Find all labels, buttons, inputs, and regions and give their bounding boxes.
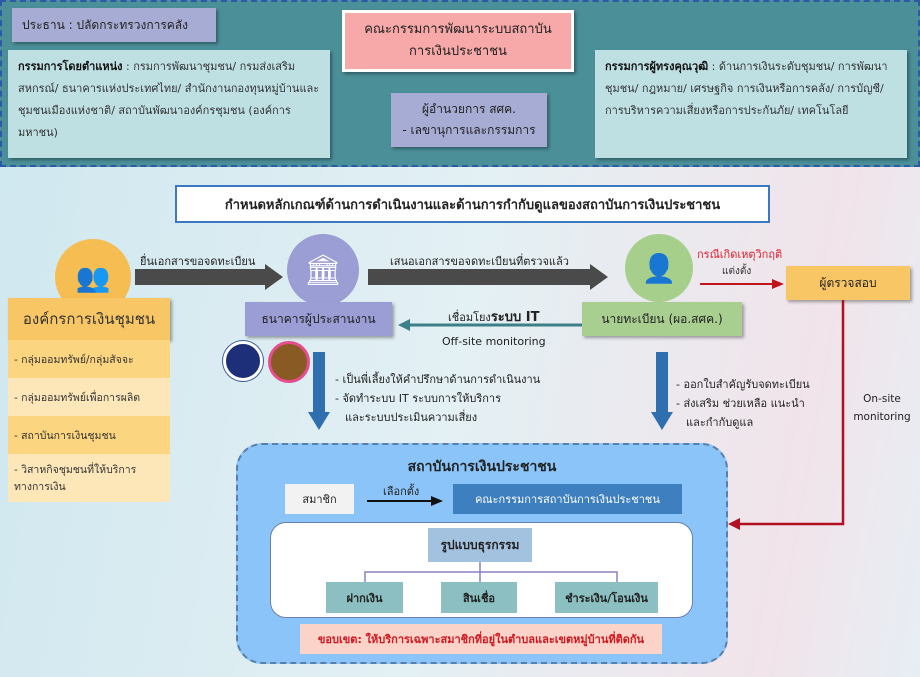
- it-link-bold: ระบบ IT: [490, 310, 540, 325]
- deposit-box: ฝากเงิน: [326, 582, 403, 613]
- onsite-arrow: [728, 300, 845, 530]
- appoint-arrow: [700, 279, 784, 289]
- it-link-label: เชื่อมโยงระบบ IT: [448, 306, 540, 327]
- ex-officio-box: กรรมการโดยตำแหน่ง : กรมการพัฒนาชุมชน/ กร…: [8, 50, 330, 158]
- director-line1: ผู้อำนวยการ สศค.: [422, 102, 516, 116]
- bank-duties: - เป็นพี่เลี้ยงให้คำปรึกษาด้านการดำเนินง…: [335, 370, 540, 427]
- elect-label: เลือกตั้ง: [383, 485, 420, 498]
- bank-duty: และระบบประเมินความเสี่ยง: [345, 411, 478, 424]
- org-item: - สถาบันการเงินชุมชน: [8, 416, 170, 454]
- org-item: - กลุ่มออมทรัพย์เพื่อการผลิต: [8, 378, 170, 416]
- org-title: องค์กรการเงินชุมชน: [8, 298, 170, 340]
- person-icon: 👤: [625, 234, 693, 302]
- scope-box: ขอบเขต: ให้บริการเฉพาะสมาชิกที่อยู่ในตำบ…: [300, 624, 662, 654]
- org-item: - วิสาหกิจชุมชนที่ให้บริการทางการเงิน: [8, 454, 170, 502]
- appoint-label: แต่งตั้ง: [722, 266, 752, 277]
- org-item: - กลุ่มออมทรัพย์/กลุ่มสัจจะ: [8, 340, 170, 378]
- inspector-box: ผู้ตรวจสอบ: [786, 266, 910, 300]
- board-box: คณะกรรมการสถาบันการเงินประชาชน: [453, 484, 682, 514]
- bank-down-arrow: [308, 352, 330, 430]
- submit-label: ยื่นเอกสารขอจดทะเบียน: [140, 255, 256, 268]
- committee-title: คณะกรรมการพัฒนาระบบสถาบันการเงินประชาชน: [342, 10, 574, 72]
- it-link-prefix: เชื่อมโยง: [448, 311, 491, 324]
- ex-officio-text: : กรมการพัฒนาชุมชน/ กรมส่งเสริมสหกรณ์/ ธ…: [18, 60, 320, 139]
- registrar-duties: - ออกใบสำคัญรับจดทะเบียน - ส่งเสริม ช่วย…: [676, 375, 810, 432]
- registrar-duty: - ส่งเสริม ช่วยเหลือ แนะนำ: [676, 397, 805, 410]
- main-heading: กำหนดหลักเกณฑ์ด้านการดำเนินงานและด้านการ…: [175, 185, 770, 223]
- ex-officio-label: กรรมการโดยตำแหน่ง: [18, 60, 123, 73]
- member-box: สมาชิก: [285, 484, 354, 514]
- baac-logo: [268, 341, 310, 383]
- director-line2: - เลขานุการและกรรมการ: [402, 123, 536, 137]
- it-link-arrow: [398, 319, 584, 331]
- gsb-logo: [223, 341, 263, 381]
- forward-label: เสนอเอกสารขอจดทะเบียนที่ตรวจแล้ว: [390, 255, 569, 268]
- bank-duty: - เป็นพี่เลี้ยงให้คำปรึกษาด้านการดำเนินง…: [335, 373, 541, 386]
- crisis-label: กรณีเกิดเหตุวิกฤติ: [697, 248, 783, 261]
- coordinating-bank-box: ธนาคารผู้ประสานงาน: [245, 302, 392, 336]
- payment-box: ชำระเงิน/โอนเงิน: [555, 582, 658, 613]
- credit-box: สินเชื่อ: [441, 582, 517, 613]
- registrar-down-arrow: [651, 352, 673, 430]
- bank-duty: - จัดทำระบบ IT ระบบการให้บริการ: [335, 392, 502, 405]
- registrar-duty: - ออกใบสำคัญรับจดทะเบียน: [676, 378, 810, 391]
- onsite-label: On-site monitoring: [853, 393, 911, 423]
- expert-text: : ด้านการเงินระดับชุมชน/ การพัฒนาชุมชน/ …: [605, 60, 888, 117]
- offsite-label: Off-site monitoring: [442, 335, 546, 348]
- bank-icon: 🏛: [287, 234, 359, 306]
- director-box: ผู้อำนวยการ สศค. - เลขานุการและกรรมการ: [391, 93, 547, 147]
- org-list: - กลุ่มออมทรัพย์/กลุ่มสัจจะ - กลุ่มออมทร…: [8, 340, 170, 502]
- elect-arrow: [367, 496, 443, 506]
- transactions-title: รูปแบบธุรกรรม: [428, 528, 532, 562]
- institution-title: สถาบันการเงินประชาชน: [407, 459, 557, 475]
- expert-label: กรรมการผู้ทรงคุณวุฒิ: [605, 60, 709, 73]
- expert-box: กรรมการผู้ทรงคุณวุฒิ : ด้านการเงินระดับช…: [595, 50, 907, 158]
- transactions-connector: [364, 562, 618, 584]
- registrar-duty: และกำกับดูแล: [686, 416, 754, 429]
- registrar-box: นายทะเบียน (ผอ.สศค.): [582, 302, 742, 336]
- submit-arrow: [135, 264, 283, 290]
- forward-arrow: [368, 264, 608, 290]
- chairman-box: ประธาน : ปลัดกระทรวงการคลัง: [12, 8, 216, 42]
